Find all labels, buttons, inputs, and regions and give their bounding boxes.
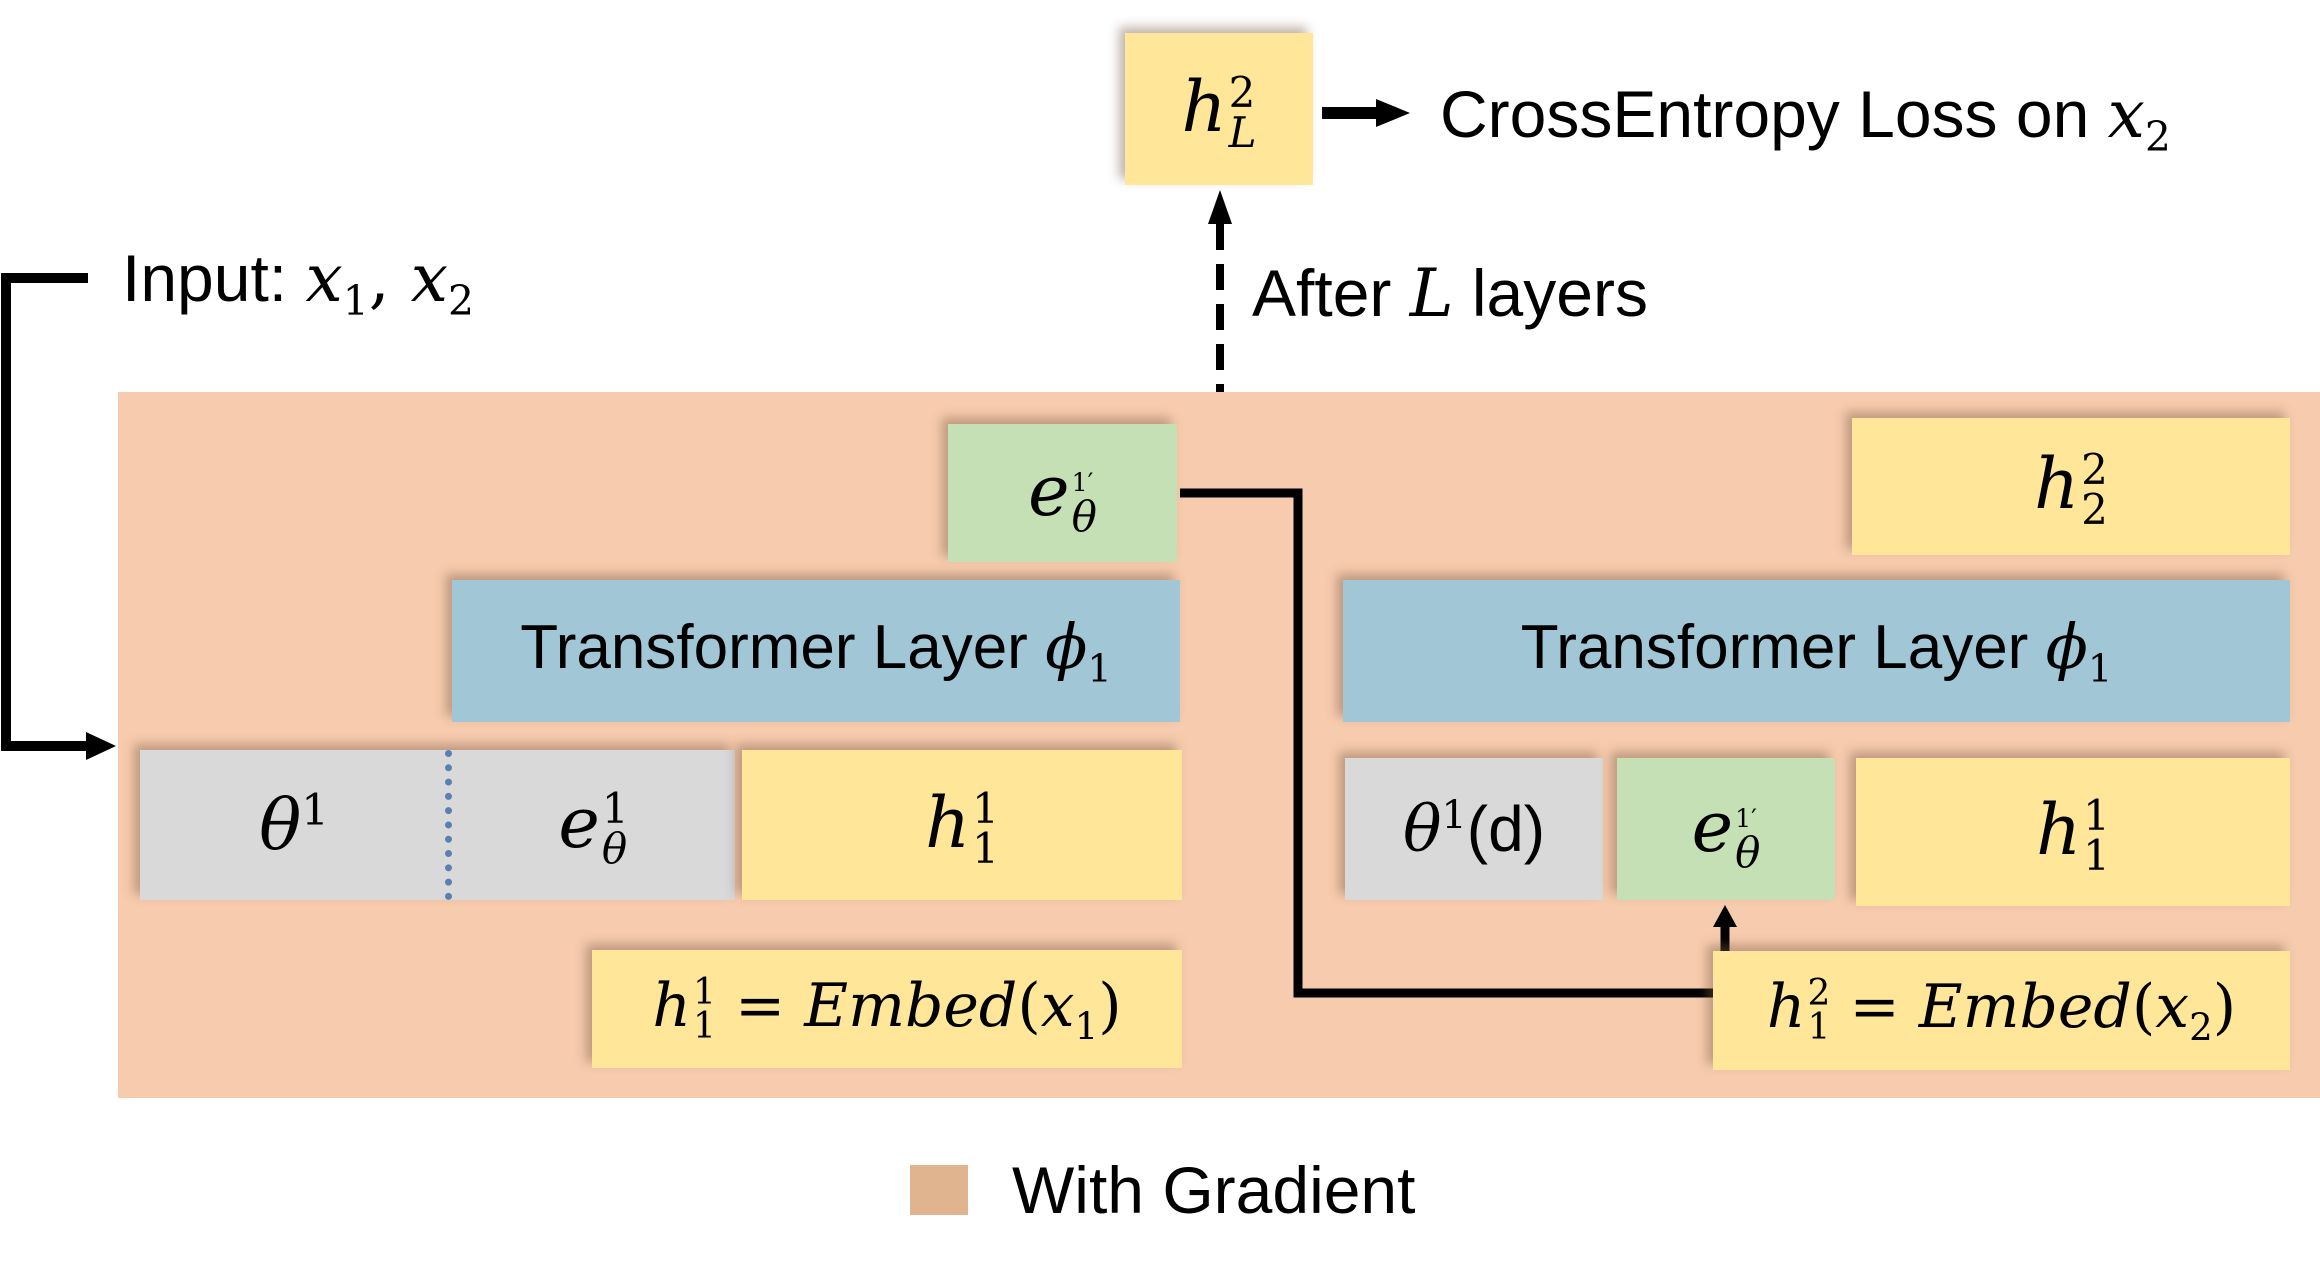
input-label: Input: x1, x2 — [122, 240, 474, 326]
legend-swatch — [910, 1165, 968, 1215]
dotted-divider — [445, 750, 452, 900]
input-bracket-arrow — [1, 273, 116, 760]
after-layers-label: After L layers — [1252, 255, 1648, 332]
loss-arrow — [1322, 99, 1410, 127]
embed-to-e-prime-arrow — [1713, 905, 1737, 951]
left-transformer-layer: Transformer Layer ϕ1 — [452, 580, 1180, 722]
left-theta-label: θ1 — [259, 784, 329, 866]
legend-label: With Gradient — [1012, 1153, 1416, 1227]
loss-label: CrossEntropy Loss on x2 — [1440, 76, 2171, 162]
e-prime-connector — [1180, 488, 1716, 998]
right-theta-d-box: θ1(d) — [1345, 758, 1603, 900]
right-transformer-layer: Transformer Layer ϕ1 — [1343, 580, 2290, 722]
after-layers-arrow — [1208, 190, 1232, 392]
